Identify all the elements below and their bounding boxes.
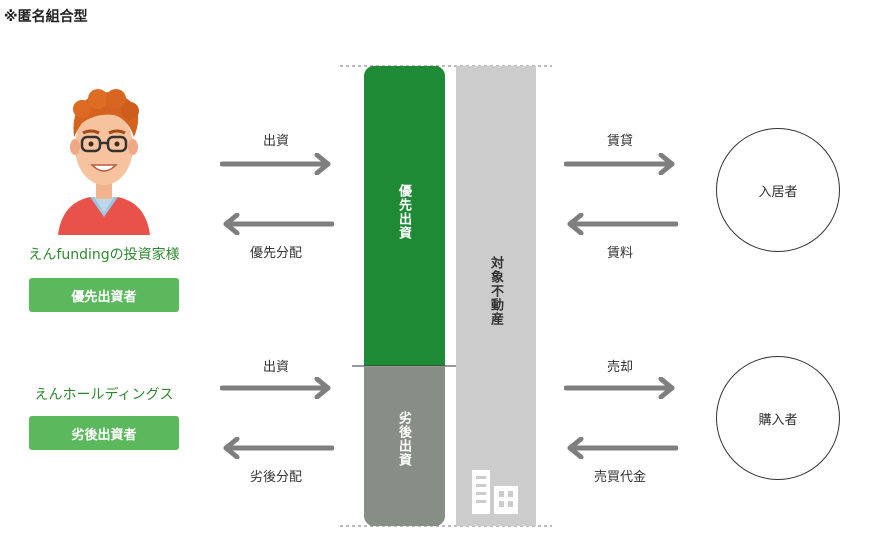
investor-out-label: 優先分配 bbox=[249, 246, 302, 261]
investor-in-label: 出資 bbox=[262, 134, 289, 149]
column-divider bbox=[352, 365, 456, 367]
arrow-left-icon bbox=[223, 213, 334, 235]
junior-investment-label: 劣後出資 bbox=[396, 411, 411, 467]
arrow-right-icon bbox=[220, 377, 331, 399]
page-title: ※匿名組合型 bbox=[4, 9, 88, 25]
investor-name: えんfundingの投資家様 bbox=[28, 247, 180, 263]
arrow-right-icon bbox=[564, 153, 675, 175]
investor-avatar bbox=[52, 85, 156, 235]
arrow-right-icon bbox=[564, 377, 675, 399]
junior-investment-column: 劣後出資 bbox=[364, 367, 445, 526]
rent-out-label: 賃貸 bbox=[606, 134, 633, 149]
holdings-badge: 劣後出資者 bbox=[29, 416, 179, 450]
senior-investment-column: 優先出資 bbox=[364, 66, 445, 366]
building-icon bbox=[472, 470, 518, 514]
buyer-circle: 購入者 bbox=[716, 356, 840, 480]
arrow-left-icon bbox=[567, 213, 678, 235]
holdings-name: えんホールディングス bbox=[34, 387, 174, 403]
avatar-icon bbox=[58, 89, 150, 235]
rent-in-label: 賃料 bbox=[606, 246, 633, 261]
arrow-left-icon bbox=[567, 437, 678, 459]
arrow-right-icon bbox=[220, 153, 331, 175]
property-column: 対象不動産 bbox=[456, 66, 536, 526]
holdings-in-label: 出資 bbox=[262, 360, 289, 375]
investor-badge: 優先出資者 bbox=[29, 278, 179, 312]
property-label: 対象不動産 bbox=[488, 256, 503, 326]
sale-out-label: 売却 bbox=[606, 360, 633, 375]
tenant-circle: 入居者 bbox=[716, 128, 840, 252]
holdings-out-label: 劣後分配 bbox=[249, 470, 302, 485]
senior-investment-label: 優先出資 bbox=[396, 184, 411, 240]
dashed-bottom-line bbox=[340, 525, 552, 527]
sale-in-label: 売買代金 bbox=[593, 470, 646, 485]
arrow-left-icon bbox=[223, 437, 334, 459]
